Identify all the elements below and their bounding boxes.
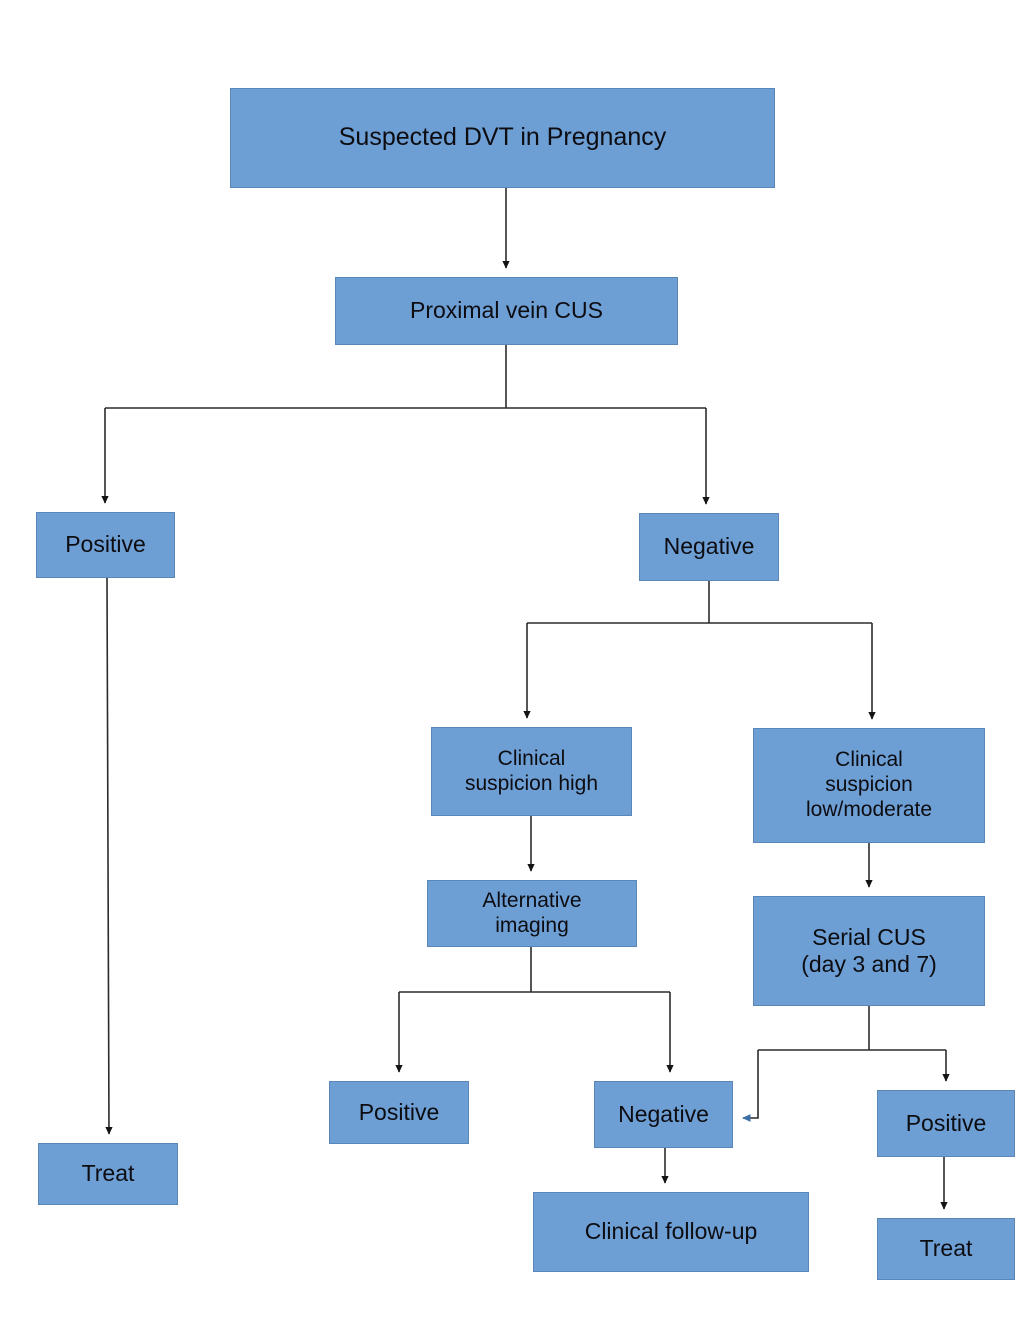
- node-proximal-vein-cus[interactable]: Proximal vein CUS: [335, 277, 678, 345]
- node-suspicion-low-moderate[interactable]: Clinical suspicion low/moderate: [753, 728, 985, 843]
- node-suspicion-high-label: Clinical suspicion high: [464, 746, 599, 795]
- node-serial-cus[interactable]: Serial CUS (day 3 and 7): [753, 896, 985, 1006]
- node-suspected-dvt-label: Suspected DVT in Pregnancy: [338, 123, 667, 152]
- node-alt-negative[interactable]: Negative: [594, 1081, 733, 1148]
- node-suspected-dvt[interactable]: Suspected DVT in Pregnancy: [230, 88, 775, 188]
- node-clinical-follow-up-label: Clinical follow-up: [584, 1218, 758, 1245]
- node-treat-left[interactable]: Treat: [38, 1143, 178, 1205]
- node-cus-negative-label: Negative: [663, 533, 755, 560]
- node-serial-positive[interactable]: Positive: [877, 1090, 1015, 1157]
- node-cus-negative[interactable]: Negative: [639, 513, 779, 581]
- node-proximal-vein-cus-label: Proximal vein CUS: [410, 297, 603, 324]
- node-suspicion-low-moderate-label: Clinical suspicion low/moderate: [805, 748, 933, 821]
- node-serial-positive-label: Positive: [905, 1109, 987, 1136]
- node-alternative-imaging[interactable]: Alternative imaging: [427, 880, 637, 947]
- node-clinical-follow-up[interactable]: Clinical follow-up: [533, 1192, 809, 1272]
- node-treat-right[interactable]: Treat: [877, 1218, 1015, 1280]
- node-serial-cus-label: Serial CUS (day 3 and 7): [801, 923, 937, 977]
- node-cus-positive-label: Positive: [65, 531, 146, 558]
- node-alt-positive-label: Positive: [358, 1098, 440, 1125]
- node-cus-positive[interactable]: Positive: [36, 512, 175, 578]
- node-suspicion-high[interactable]: Clinical suspicion high: [431, 727, 632, 816]
- node-treat-left-label: Treat: [81, 1160, 135, 1187]
- node-alt-negative-label: Negative: [618, 1100, 709, 1127]
- node-alt-positive[interactable]: Positive: [329, 1081, 469, 1144]
- edge-positive-to-treat: [105, 577, 113, 1135]
- edge-serial-to-negative: [742, 1050, 759, 1122]
- node-alternative-imaging-label: Alternative imaging: [482, 888, 582, 937]
- node-treat-right-label: Treat: [919, 1235, 973, 1262]
